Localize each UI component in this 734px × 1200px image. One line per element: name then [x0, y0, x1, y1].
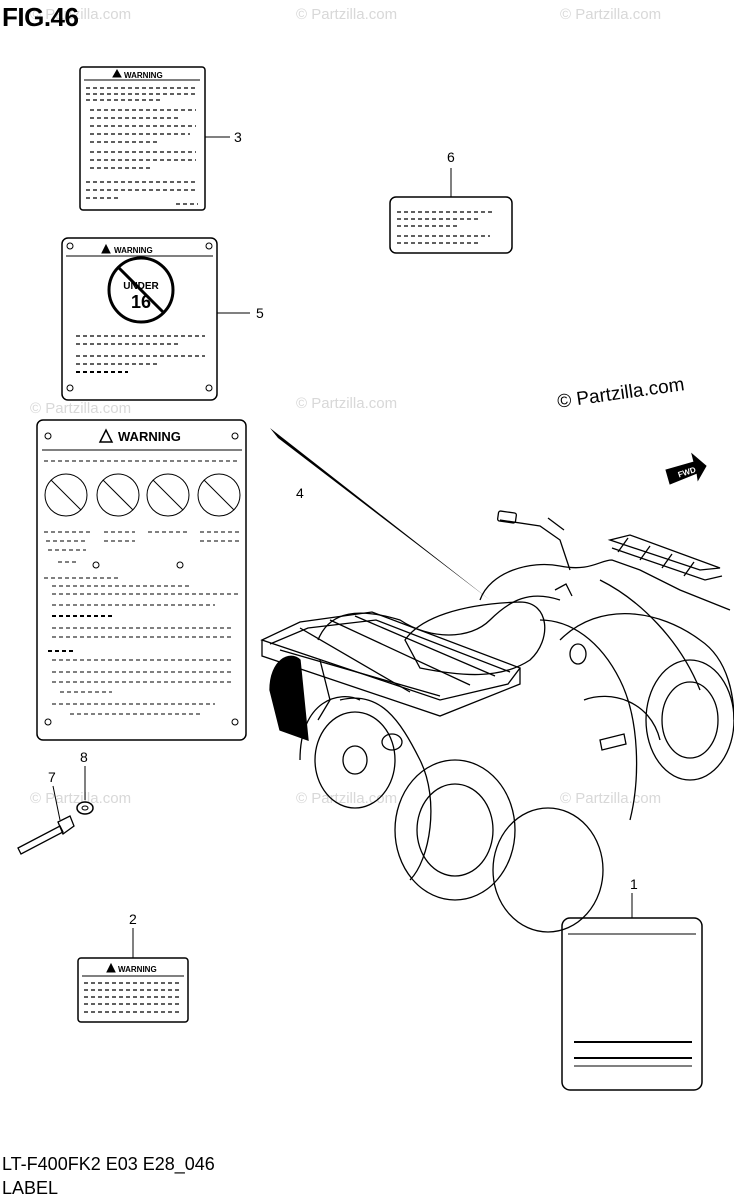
label-3-warning-text: WARNING: [124, 71, 163, 80]
pin-part-7[interactable]: [17, 785, 75, 855]
label-part-6[interactable]: [389, 168, 513, 254]
label-part-3[interactable]: [79, 66, 230, 211]
callout-5[interactable]: 5: [256, 305, 264, 321]
watermark: © Partzilla.com: [296, 790, 398, 807]
watermark: © Partzilla.com: [560, 790, 662, 807]
label-part-1[interactable]: [561, 893, 703, 1091]
label-part-4[interactable]: [36, 419, 247, 741]
callout-3[interactable]: 3: [234, 129, 242, 145]
figure-title: FIG.46: [2, 2, 79, 32]
watermark: © Partzilla.com: [296, 395, 398, 412]
label-2-warning-text: WARNING: [118, 965, 157, 974]
watermark: © Partzilla.com: [30, 400, 132, 417]
watermark: © Partzilla.com: [560, 6, 662, 23]
callout-2[interactable]: 2: [129, 911, 137, 927]
leader-wedge-part-4: [270, 428, 490, 600]
watermark: © Partzilla.com: [296, 6, 398, 23]
atv-illustration: [260, 510, 734, 933]
callout-1[interactable]: 1: [630, 876, 638, 892]
watermark: © Partzilla.com: [30, 6, 132, 23]
washer-part-8[interactable]: [76, 766, 94, 815]
label-part-5[interactable]: [61, 237, 250, 401]
forward-direction-arrow: [665, 452, 707, 485]
callout-4[interactable]: 4: [296, 485, 304, 501]
callout-7[interactable]: 7: [48, 769, 56, 785]
callout-8[interactable]: 8: [80, 749, 88, 765]
callout-6[interactable]: 6: [447, 149, 455, 165]
label-4-warning-text: WARNING: [118, 429, 181, 444]
watermark: © Partzilla.com: [30, 790, 132, 807]
age-badge-word: UNDER: [123, 281, 159, 292]
model-code: LT-F400FK2 E03 E28_046: [2, 1154, 215, 1174]
figure-caption: LABEL: [2, 1178, 59, 1198]
label-part-2[interactable]: [77, 928, 189, 1023]
age-badge-number: 16: [131, 292, 151, 312]
label-5-warning-text: WARNING: [114, 246, 153, 255]
